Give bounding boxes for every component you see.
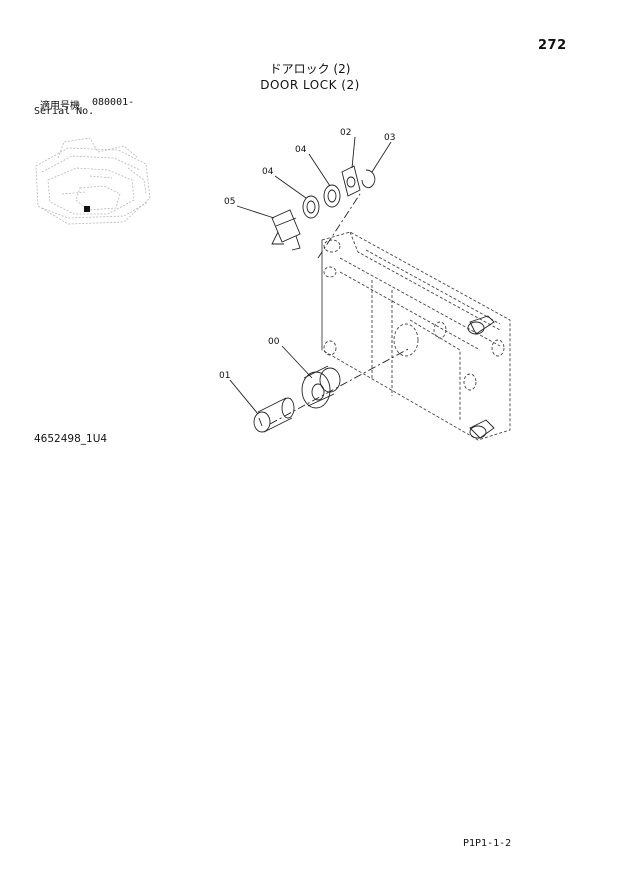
- excavator-thumbnail: [35, 137, 151, 225]
- serial-value: 080001-: [92, 97, 135, 108]
- serial-label-japanese: 適用号機: [40, 101, 80, 112]
- callout-03: 03: [384, 133, 395, 143]
- callout-02: 02: [340, 128, 351, 138]
- page-number: 272: [538, 38, 567, 53]
- location-marker: [84, 206, 90, 212]
- callout-05: 05: [224, 197, 235, 207]
- callout-04-lower: 04: [262, 167, 274, 177]
- callout-04-upper: 04: [295, 145, 307, 155]
- callout-00: 00: [268, 337, 280, 347]
- title-english: DOOR LOCK (2): [260, 78, 360, 92]
- drawing-part-number: 4652498_1U4: [34, 433, 108, 445]
- title-japanese: ドアロック (2): [269, 62, 351, 76]
- footer-code: P1P1-1-2: [463, 838, 512, 849]
- serial-label-english: Serial No.: [34, 106, 95, 117]
- callout-01: 01: [219, 371, 230, 381]
